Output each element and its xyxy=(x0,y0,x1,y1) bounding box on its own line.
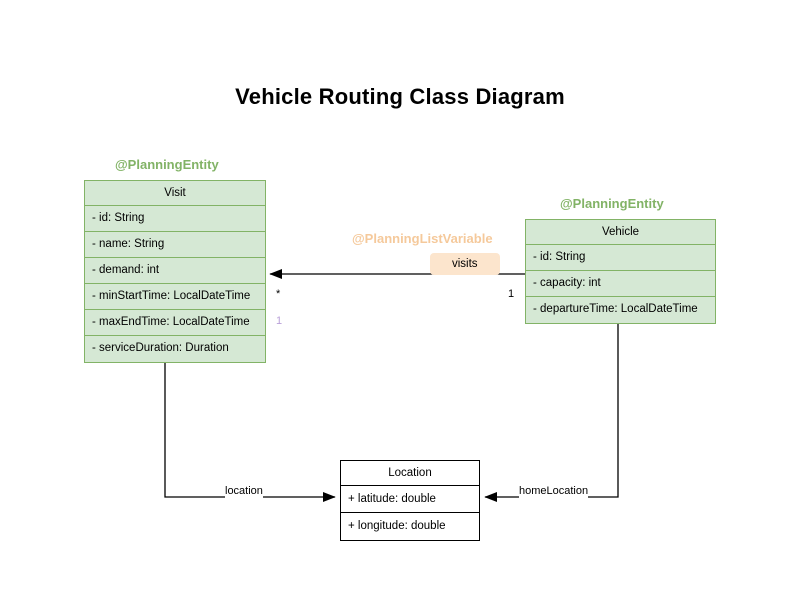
class-attribute: - id: String xyxy=(85,206,265,232)
class-attribute: + latitude: double xyxy=(341,486,479,513)
class-box-location[interactable]: Location + latitude: double + longitude:… xyxy=(340,460,480,541)
class-name-location: Location xyxy=(341,461,479,486)
class-name-vehicle: Vehicle xyxy=(526,220,715,245)
class-attribute: - departureTime: LocalDateTime xyxy=(533,303,698,315)
connector-vehicle-to-location xyxy=(484,323,619,503)
class-attribute: - name: String xyxy=(85,232,265,258)
class-box-visit[interactable]: Visit - id: String - name: String - dema… xyxy=(84,180,266,363)
association-role-visits: visits xyxy=(430,253,500,275)
class-attribute: - minStartTime: LocalDateTime xyxy=(85,284,265,310)
class-box-vehicle[interactable]: Vehicle - id: String - capacity: int - d… xyxy=(525,219,716,324)
class-attribute: - demand: int xyxy=(85,258,265,284)
class-name-visit: Visit xyxy=(85,181,265,206)
class-attribute: + longitude: double xyxy=(348,520,446,532)
page-title: Vehicle Routing Class Diagram xyxy=(235,84,565,109)
multiplicity-visit-one: 1 xyxy=(276,315,283,327)
multiplicity-visit-many: * xyxy=(276,288,281,300)
connector-visit-to-location xyxy=(164,362,336,503)
multiplicity-vehicle-one: 1 xyxy=(508,288,515,300)
stereotype-visit: @PlanningEntity xyxy=(115,157,219,172)
class-attribute: - maxEndTime: LocalDateTime xyxy=(85,310,265,336)
stereotype-vehicle: @PlanningEntity xyxy=(560,196,664,211)
association-role-home-location: homeLocation xyxy=(519,484,589,498)
stereotype-planning-list-variable: @PlanningListVariable xyxy=(352,231,493,246)
association-role-location: location xyxy=(225,484,263,498)
class-attribute: - capacity: int xyxy=(526,271,715,297)
class-attribute: - id: String xyxy=(526,245,715,271)
class-attribute: - serviceDuration: Duration xyxy=(92,342,229,354)
